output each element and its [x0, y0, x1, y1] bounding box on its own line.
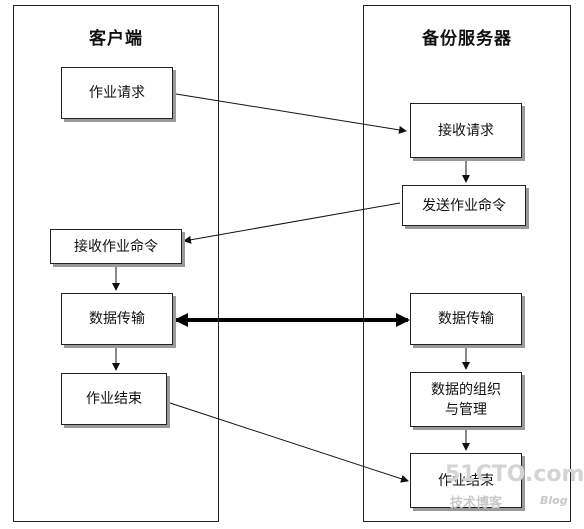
- server-job-end-label: 作业结束: [438, 472, 494, 489]
- client-job-end-box: 作业结束: [61, 373, 167, 425]
- server-data-organize-label-line2: 与管理: [445, 401, 487, 418]
- server-send-job-command-label: 发送作业命令: [422, 197, 506, 214]
- arrow-client-end-to-server-end: [169, 402, 409, 483]
- watermark-site: 51CTO.com: [445, 462, 584, 487]
- server-job-end-box: 作业结束: [410, 453, 522, 508]
- server-data-organize-label-line1: 数据的组织: [431, 381, 501, 398]
- arrow-send-to-client-receive: [183, 202, 401, 244]
- client-job-request-box: 作业请求: [61, 67, 173, 119]
- client-receive-job-command-label: 接收作业命令: [74, 238, 158, 255]
- server-data-organize-box: 数据的组织 与管理: [410, 372, 522, 427]
- watermark-blog-en: Blog: [540, 494, 568, 507]
- watermark-blog-cn: 技术博客: [450, 496, 503, 511]
- client-job-request-label: 作业请求: [89, 85, 145, 101]
- client-receive-job-command-box: 接收作业命令: [50, 229, 182, 264]
- client-job-end-label: 作业结束: [86, 391, 142, 407]
- server-data-transfer-label: 数据传输: [438, 311, 494, 327]
- server-receive-request-box: 接收请求: [410, 103, 522, 158]
- server-send-job-command-box: 发送作业命令: [402, 185, 526, 226]
- client-data-transfer-label: 数据传输: [89, 311, 145, 327]
- client-lane-title: 客户端: [89, 29, 143, 49]
- client-lane: 客户端: [13, 5, 219, 522]
- server-lane-title: 备份服务器: [422, 29, 512, 49]
- client-data-transfer-box: 数据传输: [61, 293, 173, 345]
- server-lane: 备份服务器: [363, 5, 571, 522]
- arrow-request-to-receive: [175, 93, 407, 134]
- server-data-transfer-box: 数据传输: [410, 293, 522, 345]
- server-receive-request-label: 接收请求: [438, 122, 494, 139]
